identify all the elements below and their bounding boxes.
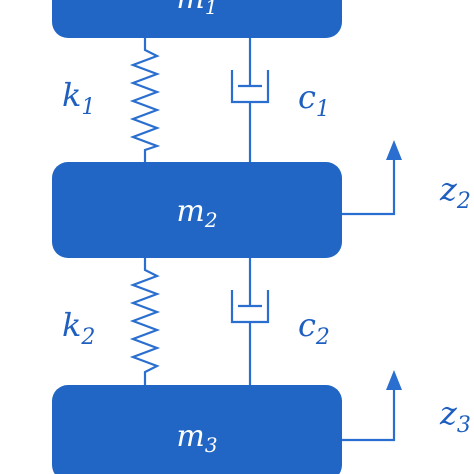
damper-1	[230, 38, 270, 162]
displacement-label-2: z2	[439, 170, 471, 214]
mass-label-3: m3	[176, 419, 217, 457]
damper-label-2: c2	[298, 306, 330, 350]
mass-block-3	[52, 385, 342, 474]
mass-label-2: m2	[176, 194, 217, 232]
mass-label-1: m1	[176, 0, 217, 19]
mass-block-1	[52, 0, 342, 38]
displacement-arrow-2	[342, 140, 402, 216]
damper-label-1: c1	[298, 78, 330, 122]
spring-label-2: k2	[62, 306, 95, 350]
displacement-label-3: z3	[439, 394, 471, 438]
spring-label-1: k1	[62, 76, 95, 120]
spring-2	[129, 258, 161, 385]
spring-1	[129, 38, 161, 162]
displacement-arrow-3	[342, 370, 402, 442]
damper-2	[230, 258, 270, 385]
mass-block-2	[52, 162, 342, 258]
